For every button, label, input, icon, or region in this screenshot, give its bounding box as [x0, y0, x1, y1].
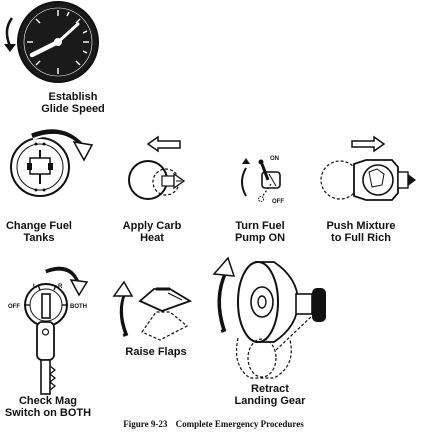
step-label-line: to Full Rich [331, 232, 391, 244]
mag-right-label: R [58, 284, 63, 290]
figure-number: Figure 9-23 [123, 419, 168, 429]
step-label-flaps: Raise Flaps [118, 346, 194, 358]
step-label-fuel-pump: Turn Fuel Pump ON [224, 220, 296, 244]
step-label-line: Apply Carb [122, 220, 182, 232]
step-label-line: Change Fuel [5, 220, 72, 232]
ignition-key-icon [36, 321, 57, 395]
step-label-line: Retract [251, 383, 289, 395]
flap-handle-icon [138, 287, 193, 341]
landing-gear-handle-icon [235, 261, 326, 379]
raise-arrow-icon [212, 256, 236, 333]
fuel-selector-icon [10, 137, 70, 197]
magneto-switch-icon [24, 283, 68, 327]
step-label-line: Glide Speed [41, 103, 105, 115]
step-label-line: Check Mag [18, 395, 78, 407]
rotate-cw-arrow-icon [45, 266, 89, 297]
step-label-line: Pump ON [234, 232, 286, 244]
step-label-line: Turn Fuel [235, 220, 285, 232]
figure-title: Complete Emergency Procedures [175, 419, 304, 429]
step-label-mixture: Push Mixture to Full Rich [318, 220, 404, 244]
step-label-line: Establish [48, 91, 98, 103]
rotate-ccw-arrow-icon [4, 17, 16, 52]
raise-arrow-icon [112, 280, 134, 337]
step-label-glide-speed: Establish Glide Speed [38, 91, 108, 115]
step-label-line: Landing Gear [234, 395, 306, 407]
push-arrow-icon [351, 135, 386, 153]
fuel-pump-on-label: ON [270, 156, 279, 162]
step-label-line: Raise Flaps [125, 346, 187, 358]
step-label-line: Switch on BOTH [4, 407, 92, 419]
step-label-fuel-tanks: Change Fuel Tanks [0, 220, 78, 244]
step-label-line: Tanks [23, 232, 55, 244]
mag-left-label: L [33, 284, 37, 290]
step-label-mag-switch: Check Mag Switch on BOTH [0, 395, 96, 419]
fuel-pump-switch-icon [241, 158, 281, 202]
mag-both-label: BOTH [70, 304, 87, 310]
figure-caption: Figure 9-23 Complete Emergency Procedure… [0, 419, 427, 429]
step-label-landing-gear: Retract Landing Gear [230, 383, 310, 407]
step-label-line: Push Mixture [326, 220, 396, 232]
step-label-line: Heat [140, 232, 164, 244]
step-label-carb-heat: Apply Carb Heat [116, 220, 188, 244]
airspeed-gauge-icon [17, 1, 99, 83]
carb-heat-knob-icon [128, 160, 186, 200]
rotate-cw-arrow-icon [31, 129, 94, 162]
mag-off-label: OFF [8, 304, 20, 310]
fuel-pump-off-label: OFF [272, 199, 284, 205]
mixture-knob-icon [320, 159, 416, 201]
pull-arrow-icon [146, 135, 181, 153]
